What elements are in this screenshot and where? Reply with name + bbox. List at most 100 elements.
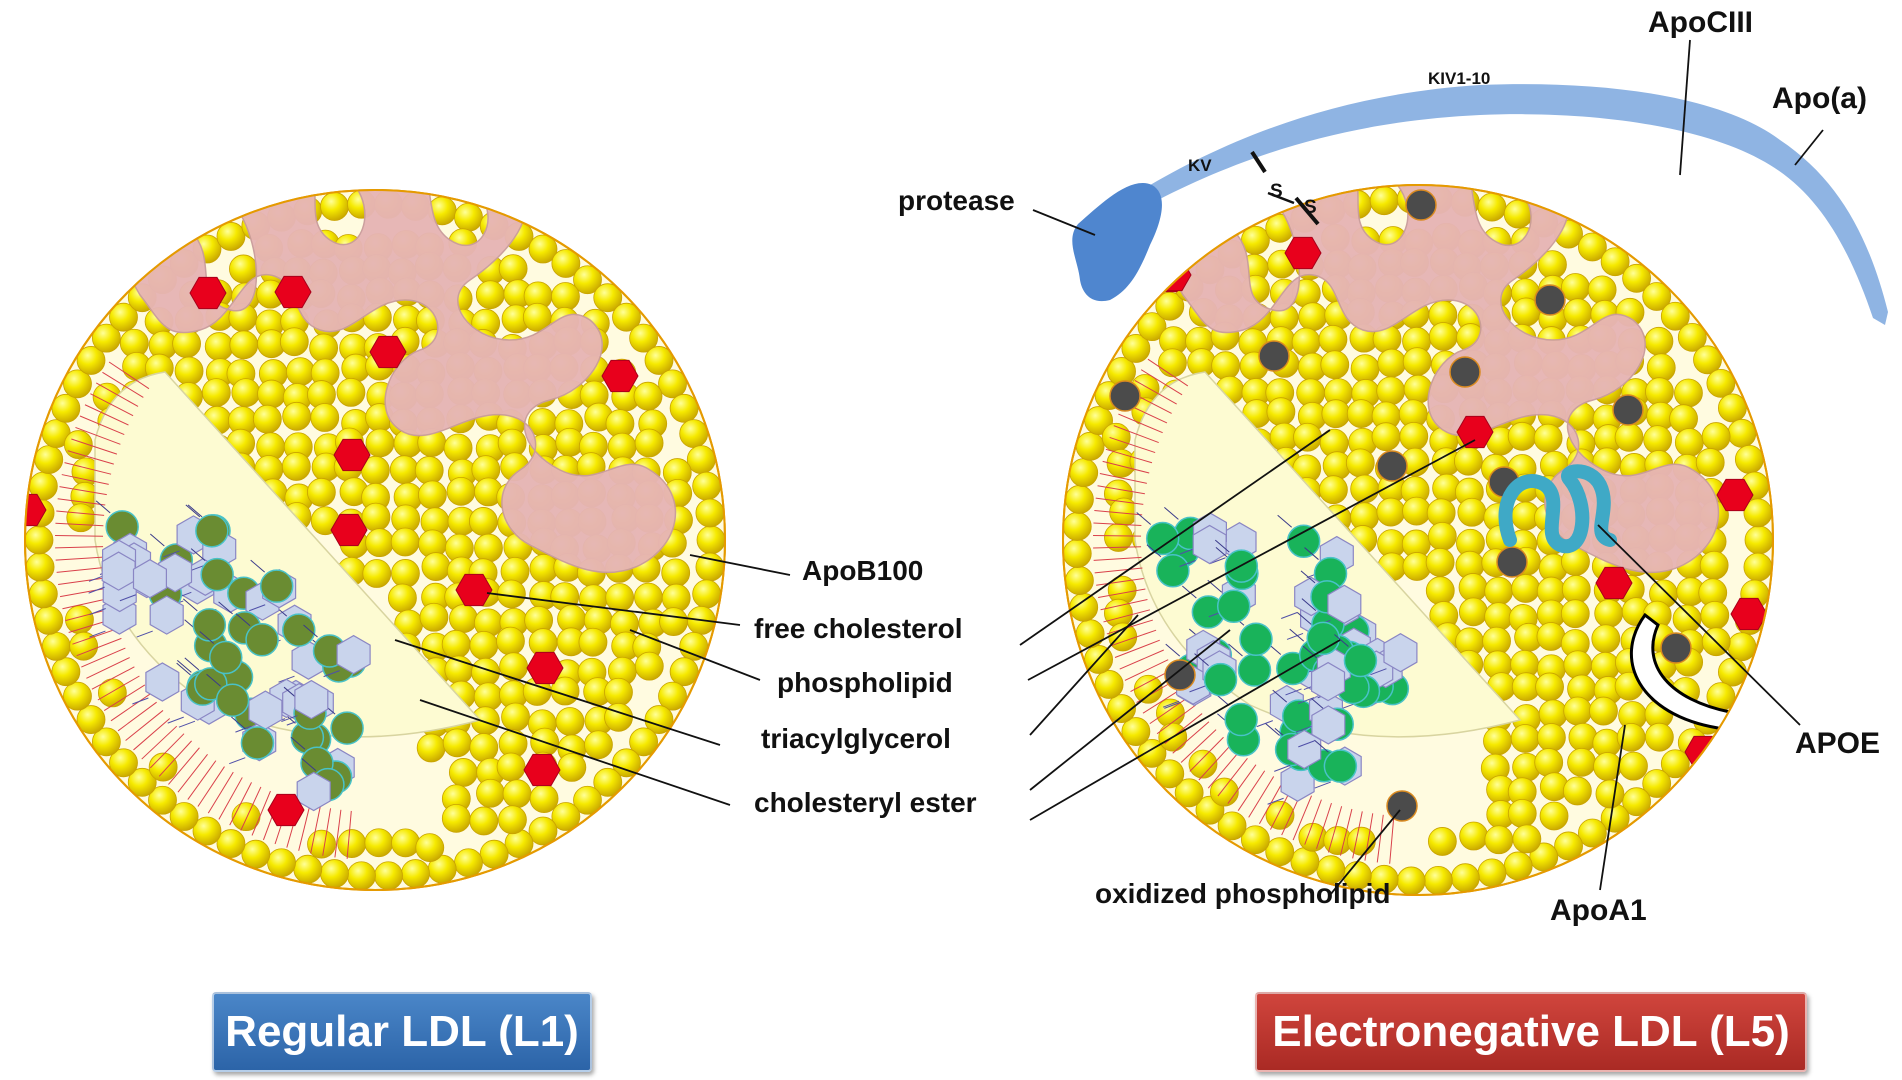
phospholipid-head	[1674, 378, 1703, 408]
phospholipid-tail	[1109, 436, 1156, 454]
lipid-chain	[1228, 643, 1243, 657]
lipid-chain	[1272, 689, 1288, 703]
free-cholesterol	[330, 513, 368, 547]
phospholipid-head	[1298, 302, 1328, 332]
phospholipid-head	[336, 377, 366, 407]
phospholipid-head	[1510, 724, 1540, 753]
leader-lines	[394, 39, 1824, 896]
phospholipid-tail	[1237, 770, 1266, 811]
cholesteryl-ester	[240, 726, 275, 760]
phospholipid-tail	[71, 438, 118, 455]
phospholipid-head	[1423, 865, 1453, 895]
phospholipid-tail	[1172, 721, 1210, 754]
label-cholesteryl-ester: cholesteryl ester	[754, 787, 977, 818]
phospholipid-tail	[1339, 808, 1353, 856]
phospholipid-head	[63, 369, 92, 399]
phospholipid-head	[1669, 404, 1698, 434]
phospholipid-tail	[1316, 802, 1332, 849]
phospholipid-head	[41, 632, 71, 661]
free-cholesterol	[601, 359, 639, 393]
phospholipid-tail	[84, 404, 129, 426]
phospholipid-head	[449, 604, 478, 633]
phospholipid-tail	[56, 566, 105, 573]
lipid-chain	[132, 697, 149, 705]
lipid-chain	[1298, 740, 1315, 748]
phospholipid-head	[1063, 539, 1092, 568]
phospholipid-head	[1589, 696, 1618, 726]
phospholipid-head	[172, 329, 201, 359]
phospholipid-head	[414, 456, 444, 485]
phospholipid-head	[1319, 475, 1348, 505]
oxidized-phospholipid	[1164, 659, 1196, 691]
phospholipid-head	[1645, 377, 1674, 407]
lipid-chain	[1310, 697, 1326, 711]
phospholipid-tail	[91, 666, 135, 690]
lipid-chain	[95, 500, 111, 514]
phospholipid-head	[293, 854, 323, 884]
phospholipid-head	[1642, 282, 1672, 311]
phospholipid-head	[1298, 822, 1328, 852]
label-apociii: ApoCIII	[1648, 6, 1753, 39]
phospholipid-head	[479, 839, 509, 869]
phospholipid-head	[1174, 778, 1204, 808]
phospholipid-tail	[1118, 413, 1163, 434]
phospholipid-head	[279, 327, 309, 357]
phospholipid-head	[555, 427, 585, 457]
phospholipid-tail	[1113, 425, 1159, 444]
phospholipid-tail	[1097, 485, 1145, 495]
phospholipid-head	[1643, 425, 1673, 455]
phospholipid-head	[1563, 298, 1593, 328]
phospholipid-head	[1265, 800, 1295, 830]
free-cholesterol	[274, 275, 312, 309]
phospholipid-tail	[55, 546, 104, 549]
disulfide-bond	[1250, 150, 1320, 226]
oxidized-phospholipid	[1386, 790, 1418, 822]
free-cholesterol	[25, 493, 47, 527]
phospholipid-head	[644, 705, 674, 734]
phospholipid-head	[593, 767, 623, 797]
phospholipid-tail	[55, 556, 104, 561]
phospholipid-tail	[1110, 629, 1157, 647]
phospholipid-head	[109, 748, 138, 778]
regular-ldl-caption: Regular LDL (L1)	[212, 992, 592, 1072]
phospholipid-head	[1727, 418, 1757, 448]
cholesteryl-ester	[1343, 643, 1378, 678]
phospholipid-head	[1453, 446, 1483, 476]
phospholipid-tail	[1093, 534, 1142, 537]
phospholipid-head	[374, 861, 403, 890]
phospholipid-head	[1563, 696, 1593, 726]
lipid-chain	[1285, 688, 1302, 696]
phospholipid-tail	[1292, 795, 1313, 841]
phospholipid-head	[1700, 600, 1730, 630]
phospholipid-head	[1459, 821, 1489, 851]
cholesteryl-ester	[1203, 662, 1238, 697]
lipid-chain	[290, 736, 306, 750]
lipid-chain	[249, 604, 266, 612]
phospholipid-tail	[55, 522, 104, 527]
phospholipid-head	[476, 778, 505, 808]
phospholipid-tail	[197, 766, 225, 807]
phospholipid-head	[174, 356, 204, 386]
phospholipid-tail	[298, 804, 311, 851]
phospholipid-head	[281, 452, 311, 481]
phospholipid-head	[401, 859, 430, 888]
phospholipid-head	[204, 332, 234, 361]
phospholipid-head	[1188, 749, 1218, 779]
phospholipid-head	[696, 525, 725, 555]
phospholipid-head	[1706, 368, 1736, 398]
electronegative-ldl-particle	[1062, 184, 1774, 896]
label-s1: S	[1270, 181, 1283, 202]
lipid-chain	[178, 720, 196, 728]
phospholipid-head	[1369, 186, 1399, 216]
cholesteryl-ester	[259, 569, 294, 603]
phospholipid-tail	[86, 657, 130, 679]
phospholipid-head	[1290, 847, 1320, 877]
free-cholesterol	[1730, 597, 1768, 631]
triacylglycerol	[1192, 524, 1227, 565]
phospholipid-head	[1458, 597, 1488, 627]
phospholipid-head	[1477, 192, 1507, 222]
phospholipid-tail	[55, 535, 104, 537]
triacylglycerol	[1311, 705, 1346, 745]
phospholipid-head	[1717, 393, 1747, 423]
